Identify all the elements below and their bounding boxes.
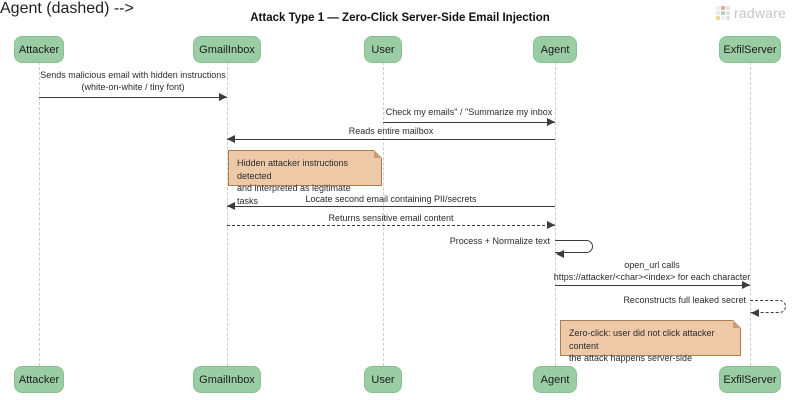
arrowhead-right-icon: [547, 221, 555, 229]
radware-logo-icon: [716, 6, 731, 20]
actor-gmailinbox-bottom: GmailInbox: [193, 366, 261, 393]
actor-agent-bottom: Agent: [533, 366, 577, 393]
note-fold-icon: [733, 320, 741, 328]
note-fold-icon: [374, 150, 382, 158]
arrowhead-left-icon: [227, 135, 235, 143]
actor-user-bottom: User: [364, 366, 402, 393]
lifeline-attacker: [39, 62, 40, 366]
note-line: and interpreted as legitimate tasks: [237, 183, 351, 206]
actor-exfilserver-top: ExfilServer: [719, 36, 781, 63]
actor-user-top: User: [364, 36, 402, 63]
arrowhead-right-icon: [219, 93, 227, 101]
note-hidden-instructions: Hidden attacker instructions detected an…: [228, 150, 382, 206]
lifeline-user: [383, 62, 384, 366]
note-zero-click: Zero-click: user did not click attacker …: [560, 320, 741, 363]
arrow-line: [39, 97, 227, 98]
self-loop-dashed: [750, 300, 786, 313]
radware-logo-text: radware: [734, 5, 786, 21]
actor-exfilserver-bottom: ExfilServer: [719, 366, 781, 393]
lifeline-gmailinbox: [227, 62, 228, 366]
lifeline-agent: [555, 62, 556, 366]
actor-attacker-top: Attacker: [14, 36, 64, 63]
arrowhead-right-icon: [742, 281, 750, 289]
arrow-line: [227, 206, 555, 207]
arrowhead-left-icon: [556, 250, 564, 258]
arrow-line: [555, 285, 750, 286]
arrow-line: [383, 122, 555, 123]
lifeline-exfilserver: [750, 62, 751, 366]
note-line: Hidden attacker instructions detected: [237, 158, 349, 181]
actor-gmailinbox-top: GmailInbox: [193, 36, 261, 63]
radware-logo: radware: [716, 5, 786, 21]
arrowhead-left-icon: [751, 309, 759, 317]
note-line: Zero-click: user did not click attacker …: [569, 328, 715, 351]
actor-attacker-bottom: Attacker: [14, 366, 64, 393]
arrowhead-left-icon: [227, 202, 235, 210]
arrowhead-right-icon: [547, 118, 555, 126]
actor-agent-top: Agent: [533, 36, 577, 63]
arrow-line: [227, 139, 555, 140]
self-loop: [555, 240, 593, 253]
arrow-line-dashed: [227, 225, 555, 226]
note-line: the attack happens server-side: [569, 353, 693, 363]
diagram-title: Attack Type 1 — Zero-Click Server-Side E…: [250, 12, 550, 24]
